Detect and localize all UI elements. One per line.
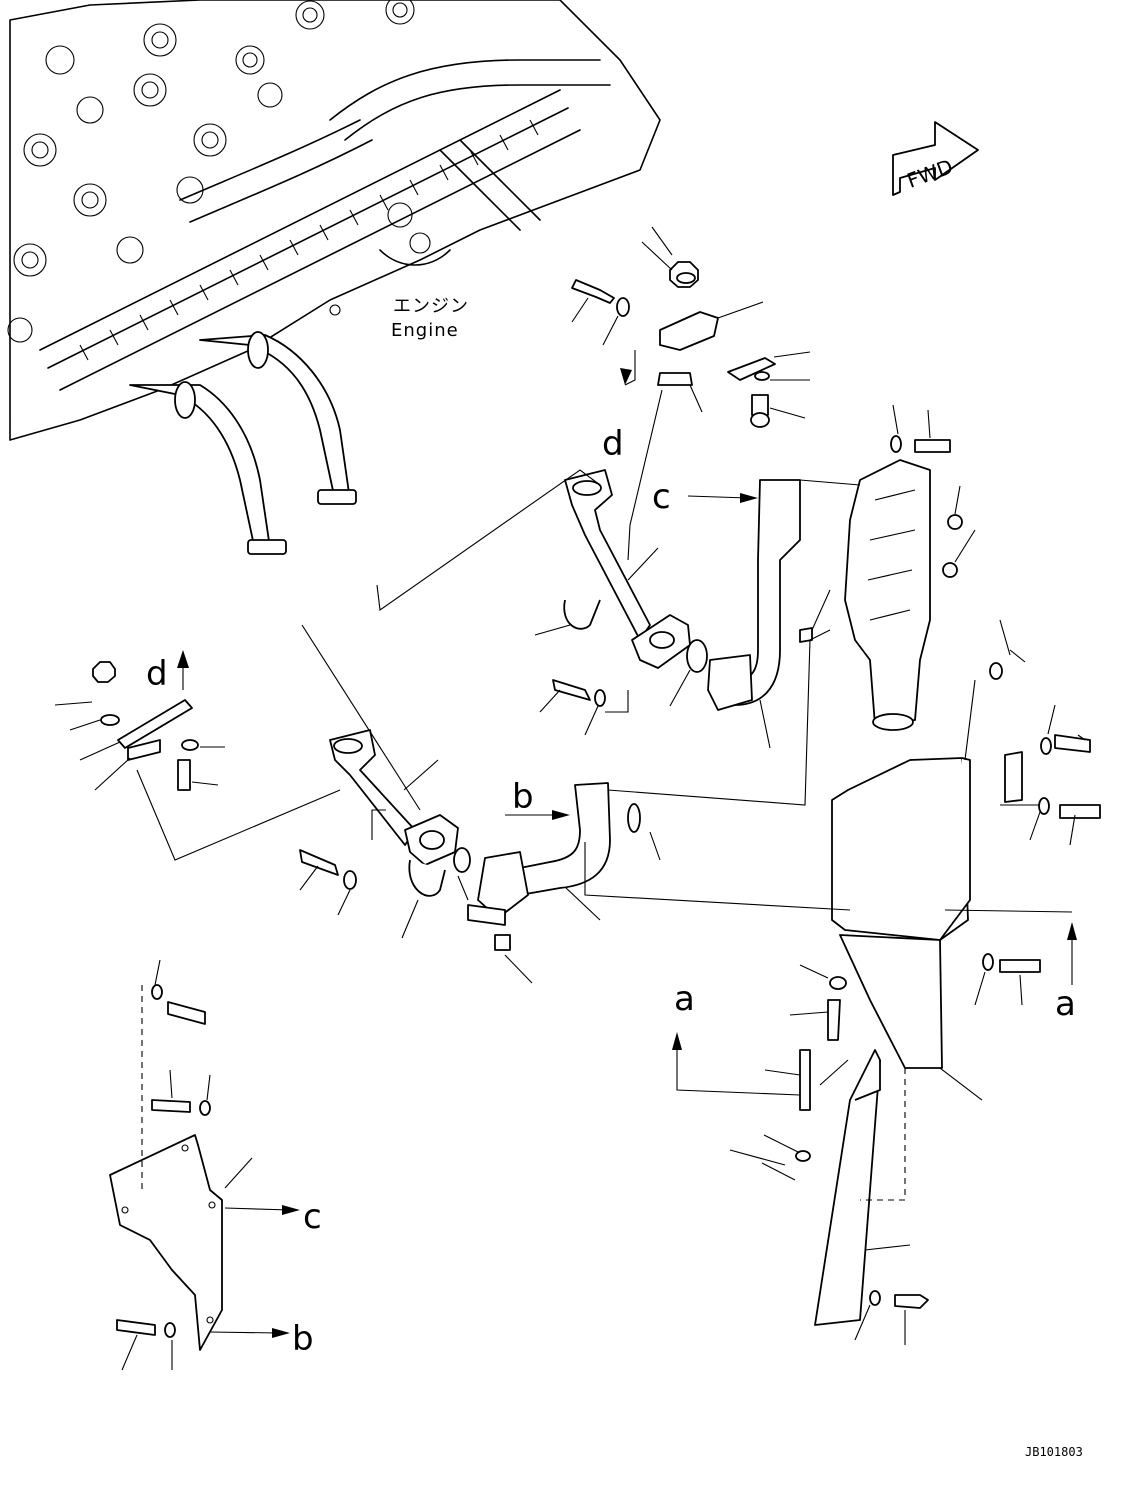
callout-d-left: d — [146, 654, 168, 694]
callout-b-mid: b — [512, 777, 534, 817]
engine-exhaust-pipes — [129, 331, 357, 555]
engine-label-jp: エンジン — [393, 296, 469, 317]
turbo-housing — [844, 404, 976, 731]
callout-c-mid: c — [652, 477, 671, 517]
engine-label-en: Engine — [391, 320, 459, 341]
engine-assembly — [7, 0, 661, 441]
exhaust-pipe-b — [467, 782, 661, 984]
forward-direction-arrow: FWD — [892, 121, 979, 196]
callout-c-lower: c — [303, 1197, 322, 1237]
callout-a-right: a — [1055, 984, 1076, 1024]
routing-lines — [136, 389, 1073, 1086]
exhaust-pipe-left — [299, 729, 471, 939]
exhaust-pipe-d — [534, 469, 708, 736]
drawing-code: JB101803 — [1025, 1445, 1083, 1459]
callout-d-upper: d — [602, 424, 624, 464]
exhaust-pipe-c — [707, 479, 831, 749]
left-bracket-cluster — [54, 650, 225, 791]
lower-heat-shield — [729, 964, 929, 1345]
callout-b-lower: b — [292, 1319, 314, 1359]
heat-shield-cover — [831, 619, 1101, 1101]
upper-bracket-cluster — [571, 226, 811, 428]
lower-left-bracket — [109, 959, 253, 1371]
callout-a-left: a — [674, 979, 695, 1019]
